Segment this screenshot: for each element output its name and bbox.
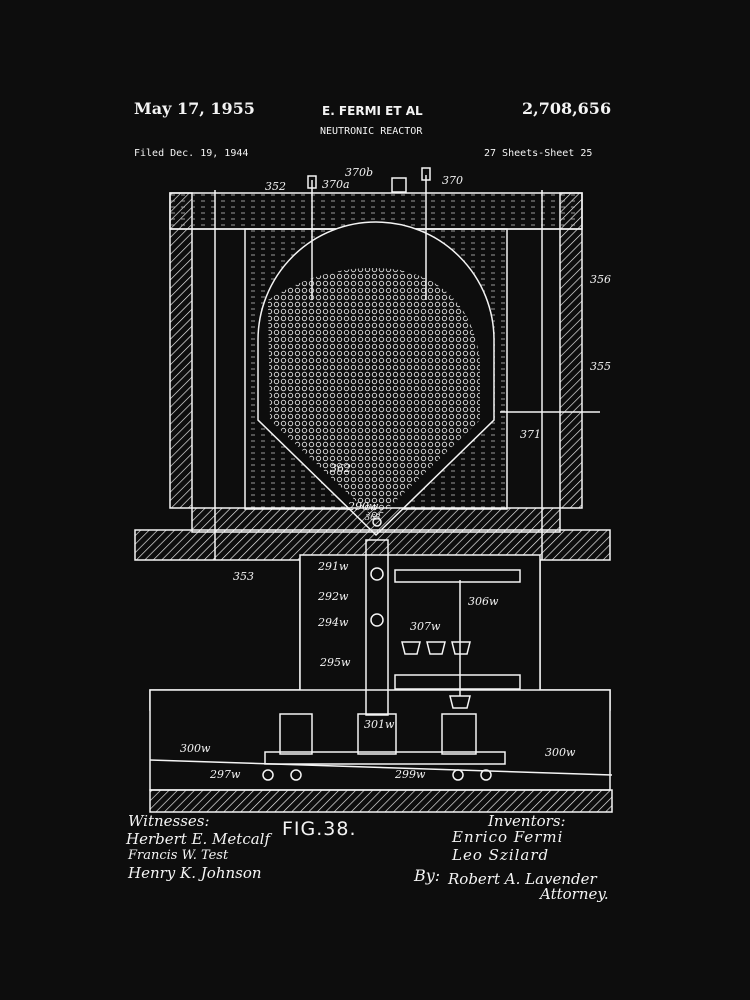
ref-353: 353 bbox=[233, 570, 254, 583]
witnesses-label: Witnesses: bbox=[128, 812, 210, 830]
ref-291w: 291w bbox=[317, 560, 349, 573]
ref-355: 355 bbox=[590, 360, 611, 373]
ref-294w: 294w bbox=[317, 616, 349, 629]
ref-356: 356 bbox=[590, 273, 611, 286]
attorney-signature: Robert A. Lavender bbox=[448, 870, 597, 888]
ref-306w: 306w bbox=[468, 595, 499, 608]
ref-370: 370 bbox=[442, 174, 463, 187]
witness-signature-1: Herbert E. Metcalf bbox=[126, 830, 271, 848]
floor-slab bbox=[149, 789, 613, 813]
ref-299w: 299w bbox=[394, 768, 426, 781]
ref-300w-right: 300w bbox=[545, 746, 576, 759]
ref-362: 362 bbox=[330, 462, 351, 475]
figure-label: FIG.38. bbox=[282, 818, 357, 840]
patent-date: May 17, 1955 bbox=[134, 99, 255, 118]
ref-290w: 290w bbox=[347, 500, 379, 513]
inventor-2: Leo Szilard bbox=[452, 846, 550, 864]
discharge-column bbox=[365, 539, 389, 716]
inventors-label: Inventors: bbox=[488, 812, 566, 830]
ref-307w: 307w bbox=[410, 620, 441, 633]
witness-signature-3: Henry K. Johnson bbox=[128, 864, 262, 882]
by-label: By: bbox=[414, 866, 441, 885]
ref-295w: 295w bbox=[319, 656, 351, 669]
inventor-1: Enrico Fermi bbox=[452, 828, 564, 846]
sheet-count: 27 Sheets-Sheet 25 bbox=[484, 148, 593, 159]
patent-number: 2,708,656 bbox=[522, 99, 612, 118]
ref-352: 352 bbox=[265, 180, 286, 193]
left-shield-wall bbox=[169, 192, 193, 509]
patent-title: NEUTRONIC REACTOR bbox=[320, 126, 423, 137]
ref-365: 365 bbox=[365, 513, 380, 522]
ref-371: 371 bbox=[520, 428, 541, 441]
right-shield-wall bbox=[559, 192, 583, 509]
ref-370b: 370b bbox=[345, 166, 373, 179]
ref-297w: 297w bbox=[209, 768, 241, 781]
witness-signature-2: Francis W. Test bbox=[128, 848, 229, 863]
inventor-header: E. FERMI ET AL bbox=[322, 104, 423, 118]
filed-date: Filed Dec. 19, 1944 bbox=[134, 148, 249, 159]
ref-370a: 370a bbox=[322, 178, 350, 191]
attorney-label: Attorney. bbox=[540, 885, 609, 903]
ref-301w: 301w bbox=[364, 718, 395, 731]
ref-300w-left: 300w bbox=[180, 742, 211, 755]
ref-292w: 292w bbox=[317, 590, 349, 603]
